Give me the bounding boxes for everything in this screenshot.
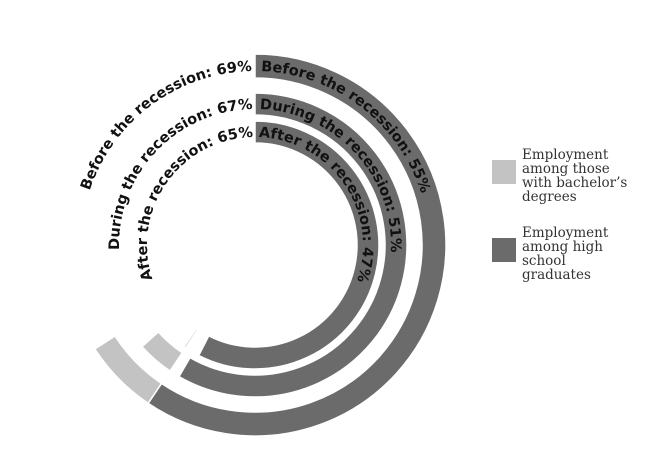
- legend-swatch-high-school: [492, 238, 516, 262]
- chart-arcs: [93, 53, 447, 437]
- legend-label-bachelors: Employment among those with bachelor’s d…: [522, 147, 628, 205]
- bar-high-school-before: [147, 53, 447, 437]
- bar-bachelors-after: [182, 327, 200, 349]
- legend-item-bachelors: Employment among those with bachelor’s d…: [492, 148, 642, 204]
- legend-item-high-school: Employment among high school graduates: [492, 226, 642, 282]
- chart-legend: Employment among those with bachelor’s d…: [492, 148, 642, 304]
- bar-high-school-during: [177, 92, 408, 398]
- legend-label-high-school: Employment among high school graduates: [522, 225, 609, 283]
- bar-bachelors-before: [93, 334, 163, 405]
- bar-bachelors-during: [140, 330, 184, 373]
- legend-swatch-bachelors: [492, 160, 516, 184]
- bar-high-school-after: [197, 120, 380, 370]
